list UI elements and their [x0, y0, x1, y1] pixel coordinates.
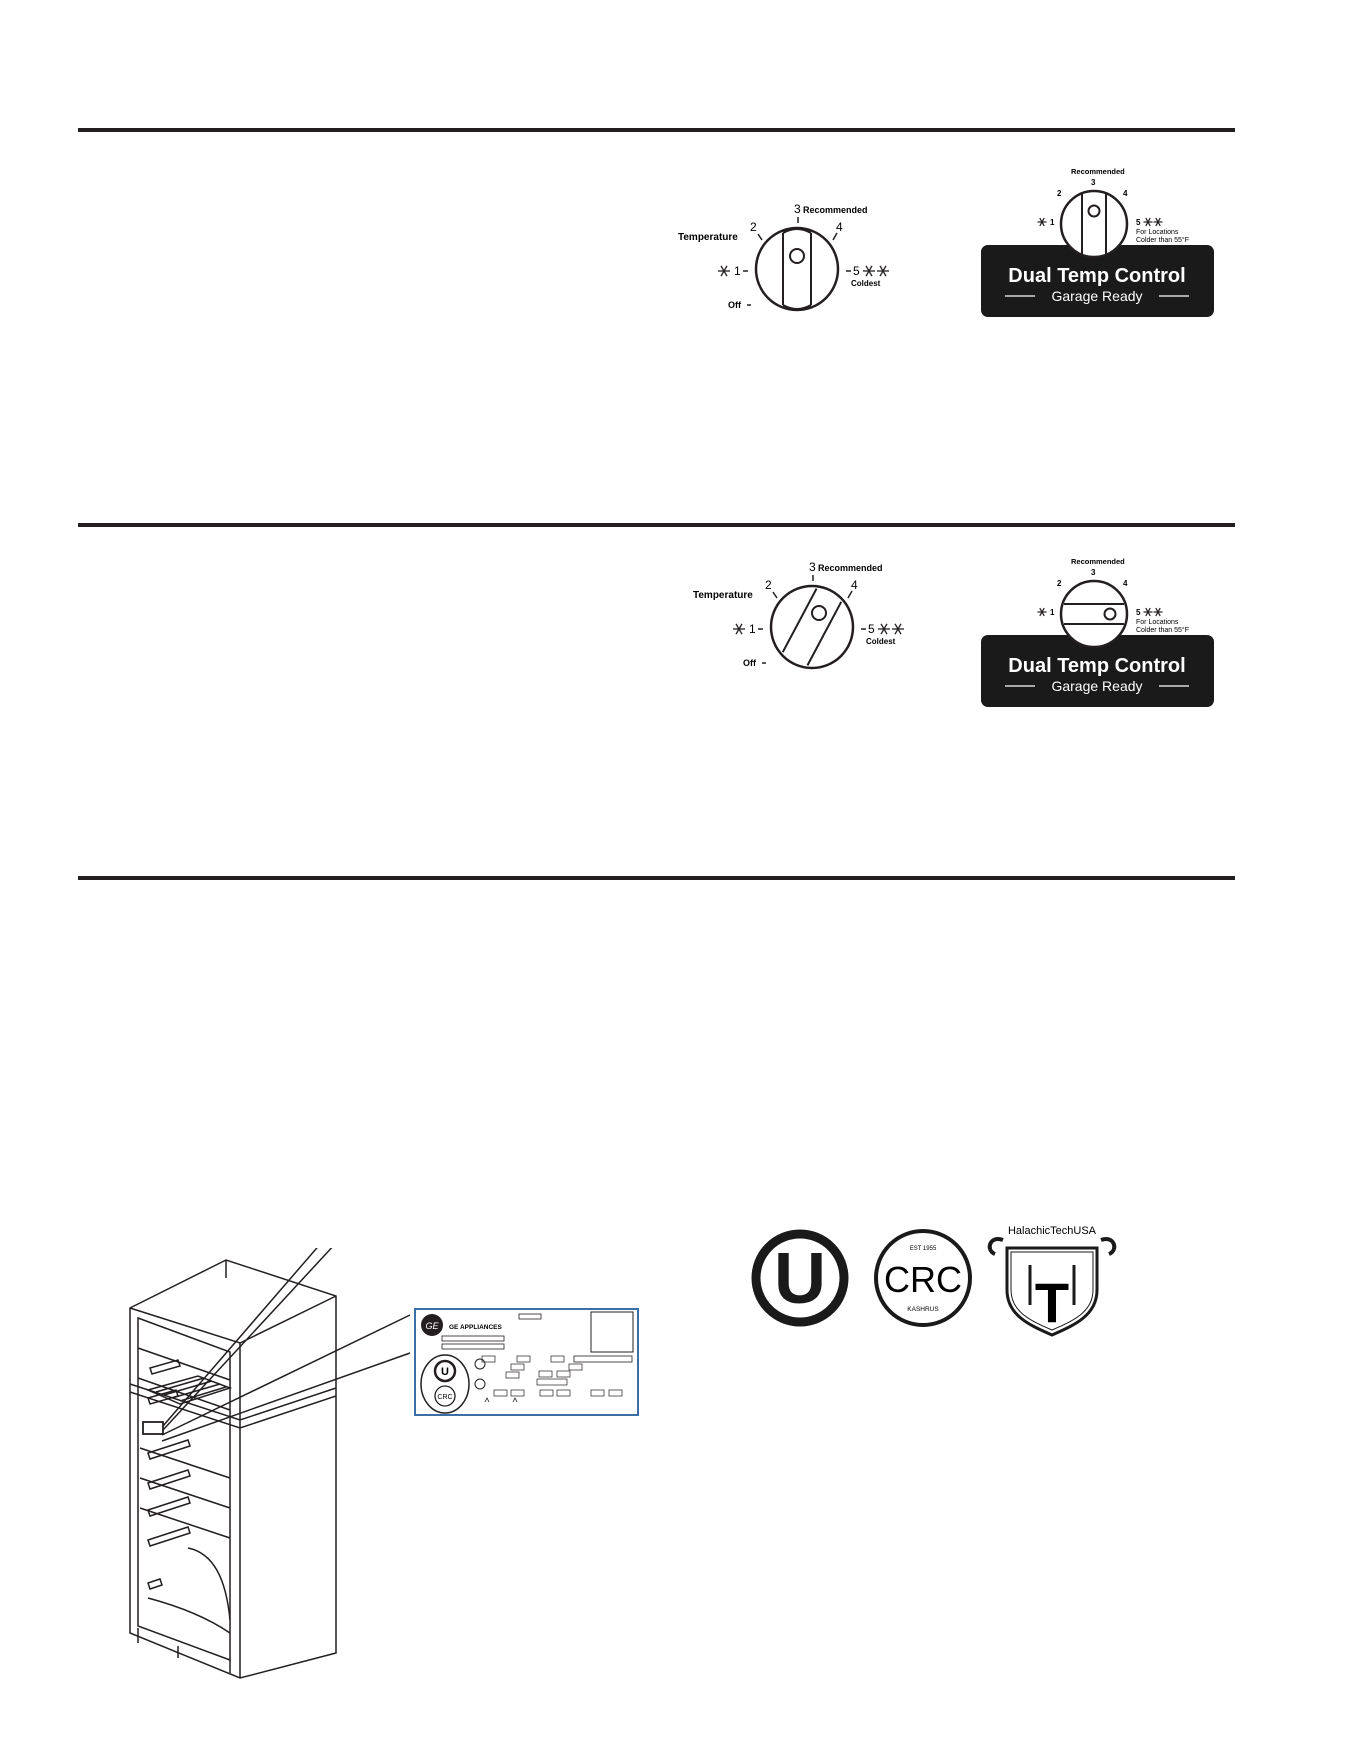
- dual-temp-control-badge-garage: Recommended 3 2 4 1 5 For Locations Cold…: [981, 557, 1214, 707]
- label-location-marker: [142, 1421, 164, 1435]
- dial-position-1: 1: [734, 264, 741, 278]
- dial-position-5: 5: [868, 622, 875, 636]
- certification-circle: U CRC: [420, 1354, 470, 1414]
- dual-position-3: 3: [1091, 568, 1096, 577]
- rating-label-callout: GE GE APPLIANCES U CRC: [414, 1308, 639, 1416]
- dual-position-5: 5: [1136, 608, 1141, 617]
- dual-position-2: 2: [1057, 189, 1062, 198]
- dual-temp-control-badge: Recommended 3 2 4 1 5 For Locations Cold…: [981, 167, 1214, 317]
- crc-kashrus-label: KASHRUS: [907, 1306, 939, 1313]
- snowflake-icon: [1037, 217, 1047, 227]
- ge-logo-icon: GE: [421, 1314, 443, 1336]
- snowflake-icon: [1037, 607, 1047, 617]
- dual-position-4: 4: [1123, 189, 1128, 198]
- ou-kosher-logo: U: [751, 1229, 849, 1327]
- dual-position-1: 1: [1050, 608, 1055, 617]
- refrigerator-illustration: [129, 1248, 337, 1679]
- dual-note-line-1: For Locations: [1136, 619, 1179, 626]
- fresh-food-control-dial: Temperature 2 3 Recommended 4 1 5 Coldes…: [678, 202, 889, 312]
- double-snowflake-icon: [863, 265, 889, 277]
- dual-position-4: 4: [1123, 579, 1128, 588]
- halachic-tech-logo: HalachicTechUSA T: [987, 1225, 1117, 1337]
- ul-mark-icon: [474, 1358, 486, 1390]
- dial-position-5: 5: [853, 264, 860, 278]
- dial-coldest-label: Coldest: [866, 637, 896, 646]
- dual-dial-knob: [1059, 579, 1129, 649]
- dual-dial-knob: [1059, 189, 1129, 259]
- snowflake-icon: [733, 623, 745, 635]
- dial-position-2: 2: [750, 220, 757, 234]
- dial-position-1: 1: [749, 622, 756, 636]
- dial-temperature-label: Temperature: [678, 232, 738, 243]
- dual-position-2: 2: [1057, 579, 1062, 588]
- section-rule-middle: [78, 523, 1235, 527]
- dial-recommended-label: Recommended: [818, 563, 883, 573]
- section-rule-bottom: [78, 876, 1235, 880]
- dial-position-4: 4: [851, 578, 858, 592]
- dual-recommended-label: Recommended: [1071, 557, 1125, 566]
- svg-text:GE: GE: [425, 1321, 439, 1331]
- dual-temp-control-title: Dual Temp Control: [1008, 265, 1185, 287]
- dual-position-5: 5: [1136, 218, 1141, 227]
- dual-recommended-label: Recommended: [1071, 167, 1125, 176]
- dial-off-label: Off: [743, 658, 757, 668]
- dual-position-1: 1: [1050, 218, 1055, 227]
- dial-position-2: 2: [765, 578, 772, 592]
- dual-note-line-1: For Locations: [1136, 229, 1179, 236]
- section-rule-top: [78, 128, 1235, 132]
- freezer-control-dial: Temperature 2 3 Recommended 4 1 5 Coldes…: [693, 560, 904, 670]
- dial-position-3: 3: [794, 202, 801, 216]
- crc-est-label: EST 1955: [910, 1246, 937, 1252]
- double-snowflake-icon: [878, 623, 904, 635]
- ou-letter: U: [774, 1239, 826, 1319]
- dial-off-label: Off: [728, 300, 742, 310]
- halachic-letter: T: [1035, 1271, 1069, 1334]
- double-snowflake-icon: [1143, 607, 1163, 617]
- garage-ready-subtitle: Garage Ready: [1051, 678, 1142, 694]
- halachic-name: HalachicTechUSA: [1008, 1225, 1097, 1237]
- dial-position-4: 4: [836, 220, 843, 234]
- dial-recommended-label: Recommended: [803, 205, 868, 215]
- garage-ready-subtitle: Garage Ready: [1051, 288, 1142, 304]
- dial-position-3: 3: [809, 560, 816, 574]
- dial-knob: [754, 226, 840, 312]
- callout-lines: [161, 1314, 411, 1442]
- dial-temperature-label: Temperature: [693, 590, 753, 601]
- rating-label-brand: GE APPLIANCES: [449, 1324, 503, 1331]
- crc-text: CRC: [884, 1259, 962, 1300]
- dual-temp-control-title: Dual Temp Control: [1008, 655, 1185, 677]
- dual-note-line-2: Colder than 55°F: [1136, 626, 1189, 634]
- rating-badge-crc: CRC: [437, 1394, 452, 1401]
- dial-knob: [769, 584, 855, 670]
- dial-coldest-label: Coldest: [851, 279, 881, 288]
- snowflake-icon: [718, 265, 730, 277]
- kosher-certification-logos: U EST 1955 CRC KASHRUS HalachicTechUSA T: [751, 1225, 1117, 1337]
- dual-note-line-2: Colder than 55°F: [1136, 236, 1189, 244]
- rating-badge-u: U: [441, 1366, 449, 1378]
- dual-position-3: 3: [1091, 178, 1096, 187]
- crc-kosher-logo: EST 1955 CRC KASHRUS: [874, 1229, 972, 1327]
- double-snowflake-icon: [1143, 217, 1163, 227]
